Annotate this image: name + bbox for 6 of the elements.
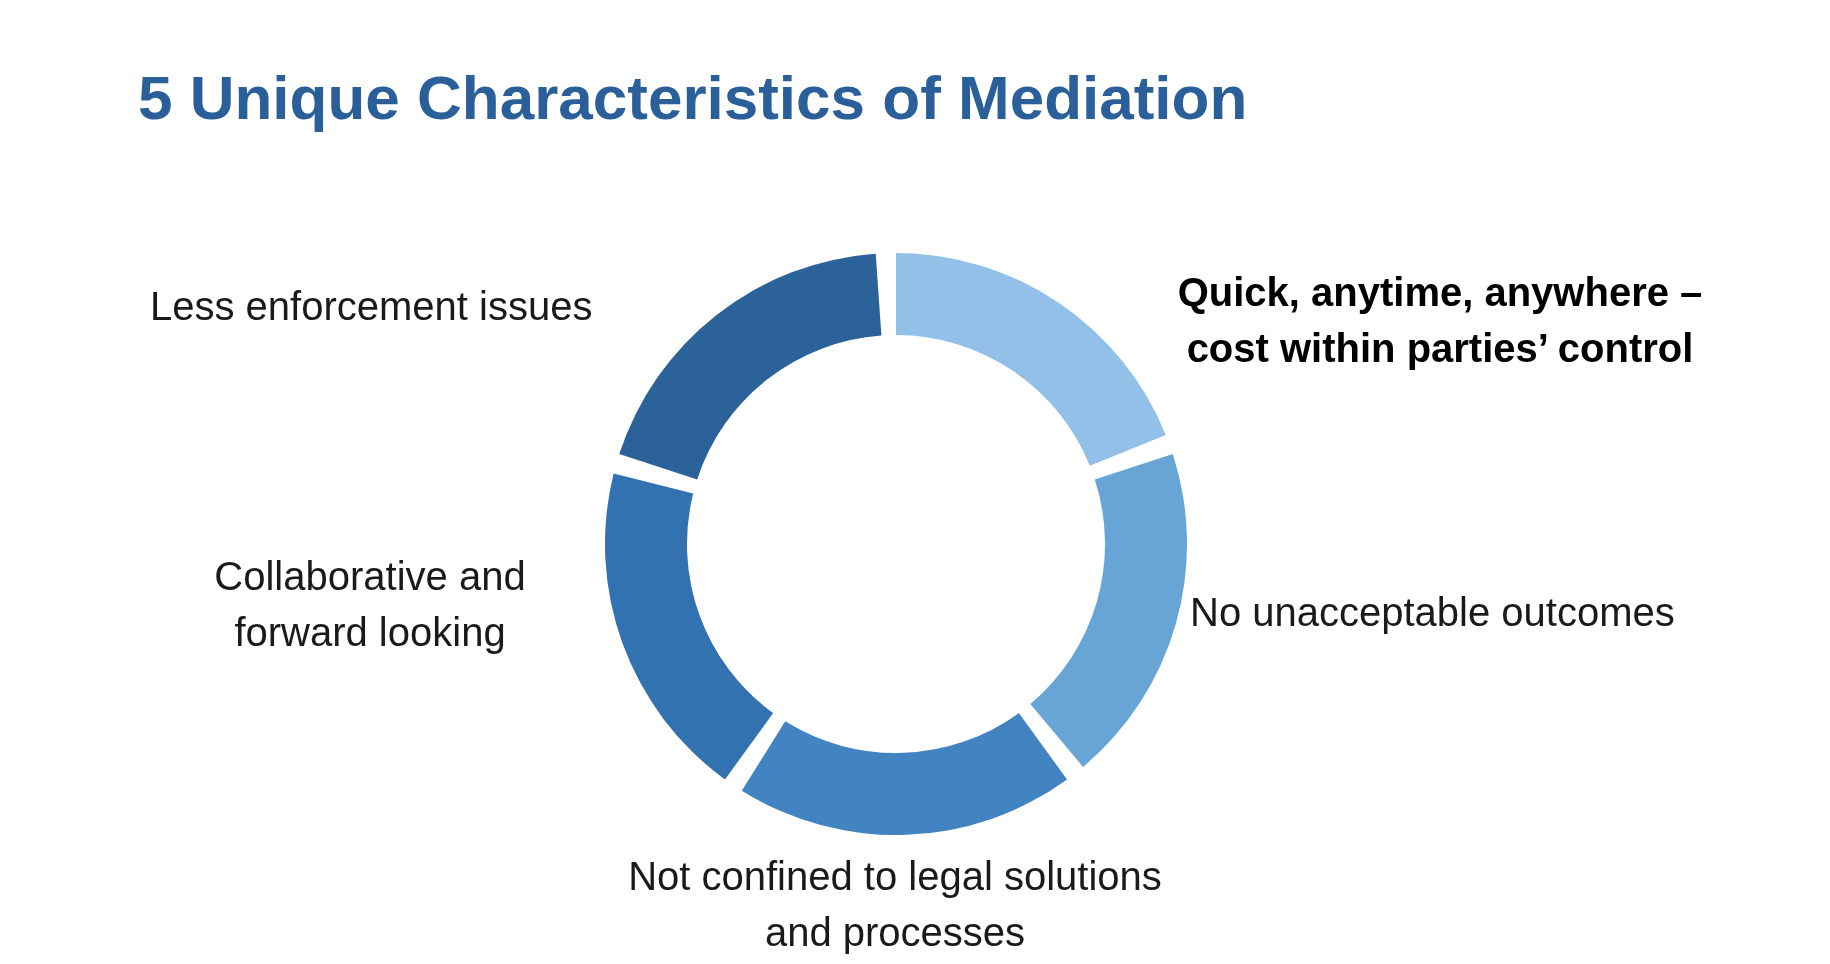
characteristic-label: Not confined to legal solutions and processes	[627, 853, 1163, 956]
characteristic-label: Quick, anytime, anywhere – cost within parties’ control	[1176, 269, 1704, 372]
characteristic-label: No unacceptable outcomes	[1190, 589, 1676, 636]
characteristic-label: Less enforcement issues	[150, 283, 594, 330]
title: 5 Unique Characteristics of Mediation	[138, 62, 1248, 133]
characteristic-label: Collaborative and forward looking	[213, 553, 527, 656]
